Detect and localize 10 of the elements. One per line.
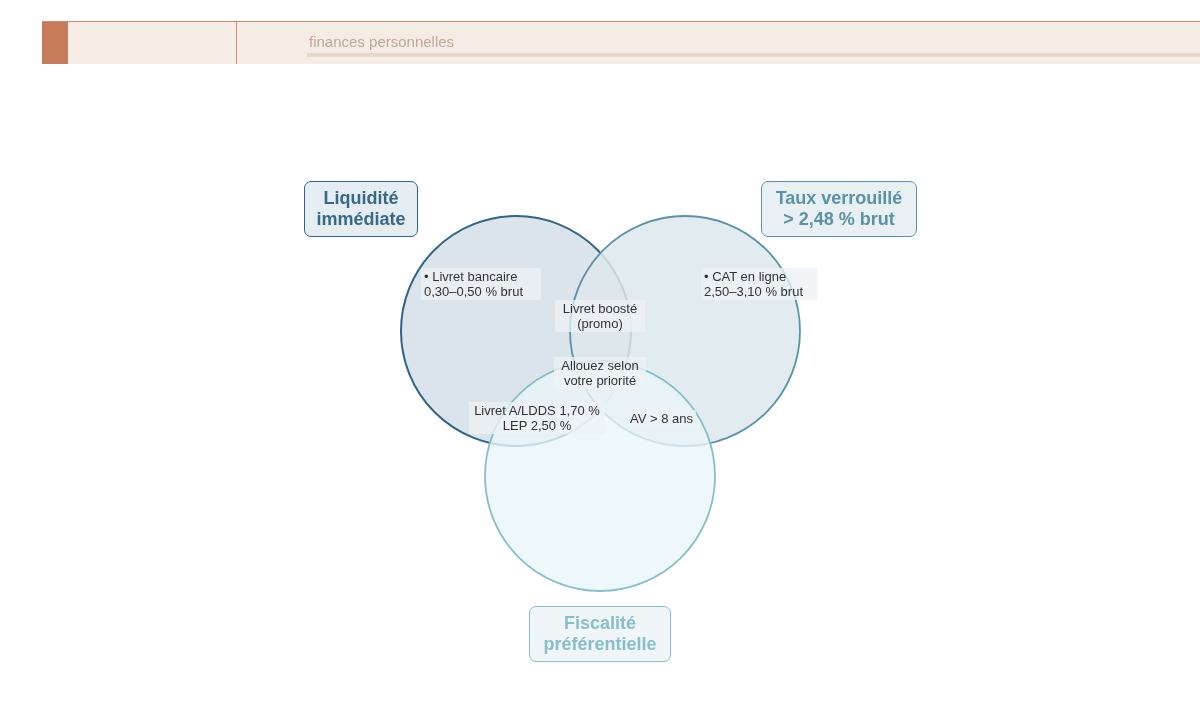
region-label: Livret boosté (promo) xyxy=(555,300,645,332)
tagline: finances personnelles xyxy=(309,33,455,51)
set-label: Taux verrouillé > 2,48 % brut xyxy=(761,181,917,237)
region-label: Livret A/LDDS 1,70 % LEP 2,50 % xyxy=(469,402,605,434)
region-label: • CAT en ligne 2,50–3,10 % brut xyxy=(701,268,817,300)
region-label: • Livret bancaire 0,30–0,50 % brut xyxy=(421,268,541,300)
set-label: Fiscalité préférentielle xyxy=(529,606,671,662)
region-label: Allouez selon votre priorité xyxy=(554,357,646,389)
set-label: Liquidité immédiate xyxy=(304,181,418,237)
region-label: AV > 8 ans xyxy=(627,410,696,427)
